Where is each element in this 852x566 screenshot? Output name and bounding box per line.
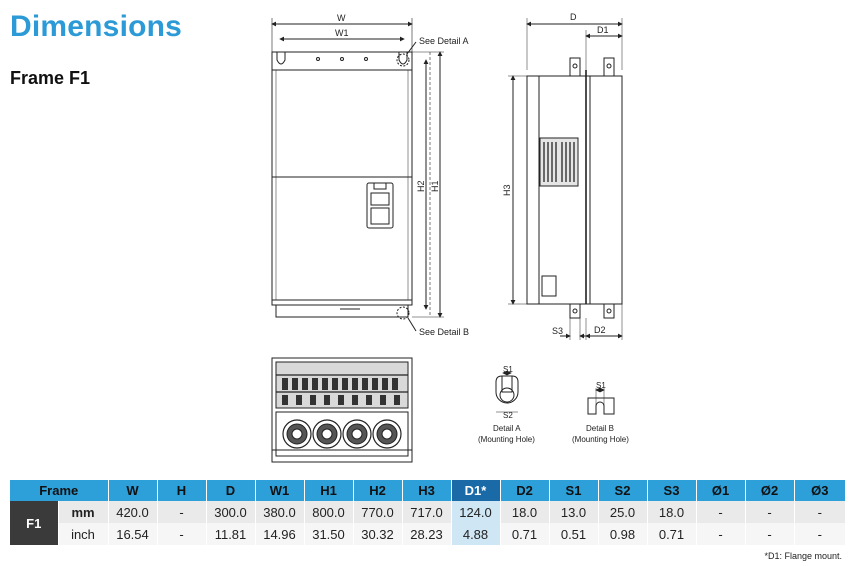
table-cell: 14.96 — [255, 523, 305, 545]
table-cell: 25.0 — [598, 501, 648, 523]
header-phi2: Ø2 — [745, 480, 795, 501]
detail-a-caption-sub: (Mounting Hole) — [478, 435, 535, 444]
frame-cell: F1 — [10, 501, 59, 545]
dim-h2-label: H2 — [416, 180, 426, 192]
table-row-mm: F1 mm 420.0 - 300.0 380.0 800.0 770.0 71… — [10, 501, 846, 545]
frame-subtitle: Frame F1 — [10, 68, 91, 88]
bottom-view-fans — [282, 419, 402, 449]
header-w1: W1 — [255, 480, 305, 501]
dim-w-label: W — [337, 13, 346, 23]
dimensions-table: Frame W H D W1 H1 H2 H3 D1* D2 S1 S2 S3 … — [10, 480, 846, 545]
table-cell: - — [157, 523, 207, 545]
technical-drawing: W W1 H2 H1 See Detail A See Detail B — [271, 12, 629, 463]
header-h3: H3 — [402, 480, 452, 501]
side-view — [508, 18, 623, 340]
header-phi1: Ø1 — [696, 480, 746, 501]
header-h: H — [157, 480, 207, 501]
dim-d1-label: D1 — [597, 25, 609, 35]
detail-a-s1-label: S1 — [503, 365, 513, 374]
header-frame: Frame — [10, 480, 109, 501]
unit-cell-mm: mm — [58, 501, 109, 523]
see-detail-a-callout: See Detail A — [419, 36, 469, 46]
table-cell: 0.51 — [549, 523, 599, 545]
detail-b-caption-sub: (Mounting Hole) — [572, 435, 629, 444]
table-cell: 11.81 — [206, 523, 256, 545]
header-w: W — [108, 480, 158, 501]
header-s2: S2 — [598, 480, 648, 501]
table-cell: - — [696, 501, 746, 523]
table-cell: 380.0 — [255, 501, 305, 523]
table-cell: - — [696, 523, 746, 545]
header-d1: D1* — [451, 480, 501, 501]
table-cell: - — [745, 523, 795, 545]
table-cell: 13.0 — [549, 501, 599, 523]
detail-b-caption: Detail B — [586, 424, 614, 433]
table-row-inch: inch 16.54 - 11.81 14.96 31.50 30.32 28.… — [10, 523, 846, 545]
table-cell: 18.0 — [500, 501, 550, 523]
detail-a-s2-label: S2 — [503, 411, 513, 420]
table-cell: 0.98 — [598, 523, 648, 545]
table-header-row: Frame W H D W1 H1 H2 H3 D1* D2 S1 S2 S3 … — [10, 480, 846, 501]
table-cell: - — [157, 501, 207, 523]
table-cell: - — [745, 501, 795, 523]
page-title: Dimensions — [10, 10, 183, 43]
side-view-grille — [543, 142, 575, 182]
header-s3: S3 — [647, 480, 697, 501]
dim-s3-label: S3 — [552, 326, 563, 336]
table-cell: 770.0 — [353, 501, 403, 523]
table-cell: 0.71 — [500, 523, 550, 545]
table-cell: 31.50 — [304, 523, 354, 545]
table-cell: - — [794, 501, 846, 523]
table-cell: 28.23 — [402, 523, 452, 545]
table-cell: 0.71 — [647, 523, 697, 545]
detail-a-caption: Detail A — [493, 424, 521, 433]
header-phi3: Ø3 — [794, 480, 846, 501]
unit-cell-inch: inch — [58, 523, 109, 545]
bottom-view — [271, 357, 413, 463]
header-d: D — [206, 480, 256, 501]
detail-b-s1-label: S1 — [596, 381, 606, 390]
dim-d2-label: D2 — [594, 325, 606, 335]
detail-a-drawing — [495, 370, 519, 413]
dim-w1-label: W1 — [335, 28, 349, 38]
header-h2: H2 — [353, 480, 403, 501]
detail-b-drawing — [587, 387, 615, 415]
see-detail-b-callout: See Detail B — [419, 327, 469, 337]
bottom-view-terminals — [282, 378, 400, 405]
flange-footnote: *D1: Flange mount. — [764, 551, 842, 561]
header-h1: H1 — [304, 480, 354, 501]
dim-h3-label: H3 — [502, 184, 512, 196]
table-cell: - — [794, 523, 846, 545]
table-cell: 30.32 — [353, 523, 403, 545]
table-cell: 300.0 — [206, 501, 256, 523]
table-cell: 800.0 — [304, 501, 354, 523]
table-cell: 18.0 — [647, 501, 697, 523]
header-d2: D2 — [500, 480, 550, 501]
table-cell: 420.0 — [108, 501, 158, 523]
front-view — [271, 18, 444, 332]
dim-h1-label: H1 — [430, 180, 440, 192]
table-cell-d1: 124.0 — [451, 501, 501, 523]
table-cell: 16.54 — [108, 523, 158, 545]
header-s1: S1 — [549, 480, 599, 501]
table-cell-d1: 4.88 — [451, 523, 501, 545]
table-cell: 717.0 — [402, 501, 452, 523]
dim-d-label: D — [570, 12, 577, 22]
